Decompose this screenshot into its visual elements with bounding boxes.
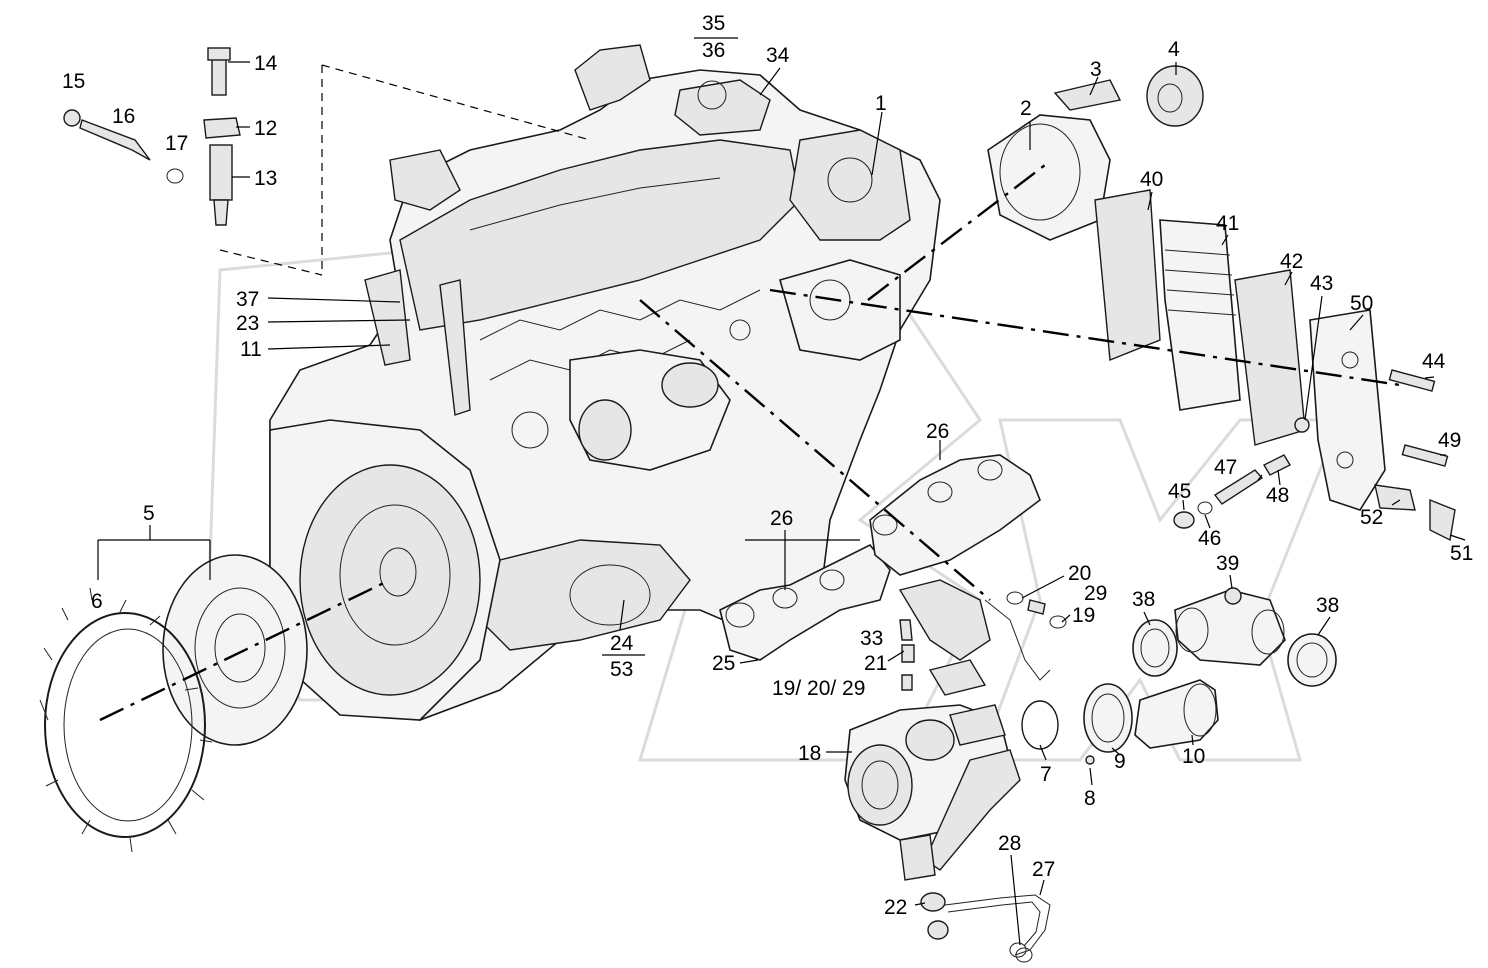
callouts: 1 2 3 4 5 6 7 8 9 10 11 12 13 14 15 16 1… <box>62 12 1473 919</box>
callout-53: 53 <box>610 658 633 681</box>
callout-6: 6 <box>91 590 103 613</box>
injector-parts <box>63 47 241 226</box>
callout-46: 46 <box>1198 527 1221 550</box>
callout-9: 9 <box>1114 750 1126 773</box>
callout-26-upper: 26 <box>926 420 949 443</box>
callout-38-right: 38 <box>1316 594 1339 617</box>
center-line-turbo <box>639 299 991 601</box>
callout-22: 22 <box>884 896 907 919</box>
callout-24: 24 <box>610 632 634 655</box>
callout-19: 19 <box>1072 604 1095 627</box>
callout-11: 11 <box>240 338 262 361</box>
callout-17: 17 <box>165 132 188 155</box>
engine-block <box>269 44 941 721</box>
leader-lines <box>97 37 1466 946</box>
callout-16: 16 <box>112 105 135 128</box>
thermostat-parts <box>1173 454 1456 542</box>
center-line-flywheel <box>99 578 391 722</box>
callout-48: 48 <box>1266 484 1289 507</box>
callout-21: 21 <box>864 652 887 675</box>
callout-38-left: 38 <box>1132 588 1155 611</box>
callout-42: 42 <box>1280 250 1303 273</box>
callout-49: 49 <box>1438 429 1461 452</box>
injector-dashed-guide <box>219 64 591 276</box>
callout-37: 37 <box>236 288 259 311</box>
callout-50: 50 <box>1350 292 1373 315</box>
callout-7: 7 <box>1040 763 1052 786</box>
callout-33: 33 <box>860 627 883 650</box>
callout-4: 4 <box>1168 38 1180 61</box>
center-line-cooler <box>769 288 1401 387</box>
callout-18: 18 <box>798 742 821 765</box>
oil-cooler-group <box>1094 189 1449 511</box>
callout-47: 47 <box>1214 456 1237 479</box>
callout-25: 25 <box>712 652 735 675</box>
callout-20: 20 <box>1068 562 1091 585</box>
callout-43: 43 <box>1310 272 1333 295</box>
callout-29: 29 <box>1084 582 1107 605</box>
callout-5: 5 <box>143 502 155 525</box>
callout-26-lower: 26 <box>770 507 793 530</box>
flywheel-group <box>39 554 308 853</box>
starter-group <box>987 65 1204 241</box>
callout-13: 13 <box>254 167 277 190</box>
callout-45: 45 <box>1168 480 1191 503</box>
intake-hose-group <box>1021 587 1337 765</box>
callout-39: 39 <box>1216 552 1239 575</box>
callout-8: 8 <box>1084 787 1096 810</box>
callout-2: 2 <box>1020 97 1032 120</box>
exhaust-manifolds <box>719 454 1041 696</box>
callout-35: 35 <box>702 12 725 35</box>
callout-12: 12 <box>254 117 277 140</box>
callout-14: 14 <box>254 52 278 75</box>
callout-28: 28 <box>998 832 1021 855</box>
callout-3: 3 <box>1090 58 1102 81</box>
callout-44: 44 <box>1422 350 1446 373</box>
callout-40: 40 <box>1140 168 1163 191</box>
turbocharger-group <box>844 704 1051 963</box>
callout-52: 52 <box>1360 506 1383 529</box>
callout-1: 1 <box>875 92 887 115</box>
callout-15: 15 <box>62 70 85 93</box>
callout-27: 27 <box>1032 858 1055 881</box>
callout-34: 34 <box>766 44 790 67</box>
callout-36: 36 <box>702 39 725 62</box>
callout-23: 23 <box>236 312 259 335</box>
callout-19-20-29: 19/ 20/ 29 <box>772 677 865 700</box>
callout-41: 41 <box>1216 212 1239 235</box>
callout-51: 51 <box>1450 542 1473 565</box>
center-line-starter <box>867 164 1046 301</box>
callout-10: 10 <box>1182 745 1205 768</box>
